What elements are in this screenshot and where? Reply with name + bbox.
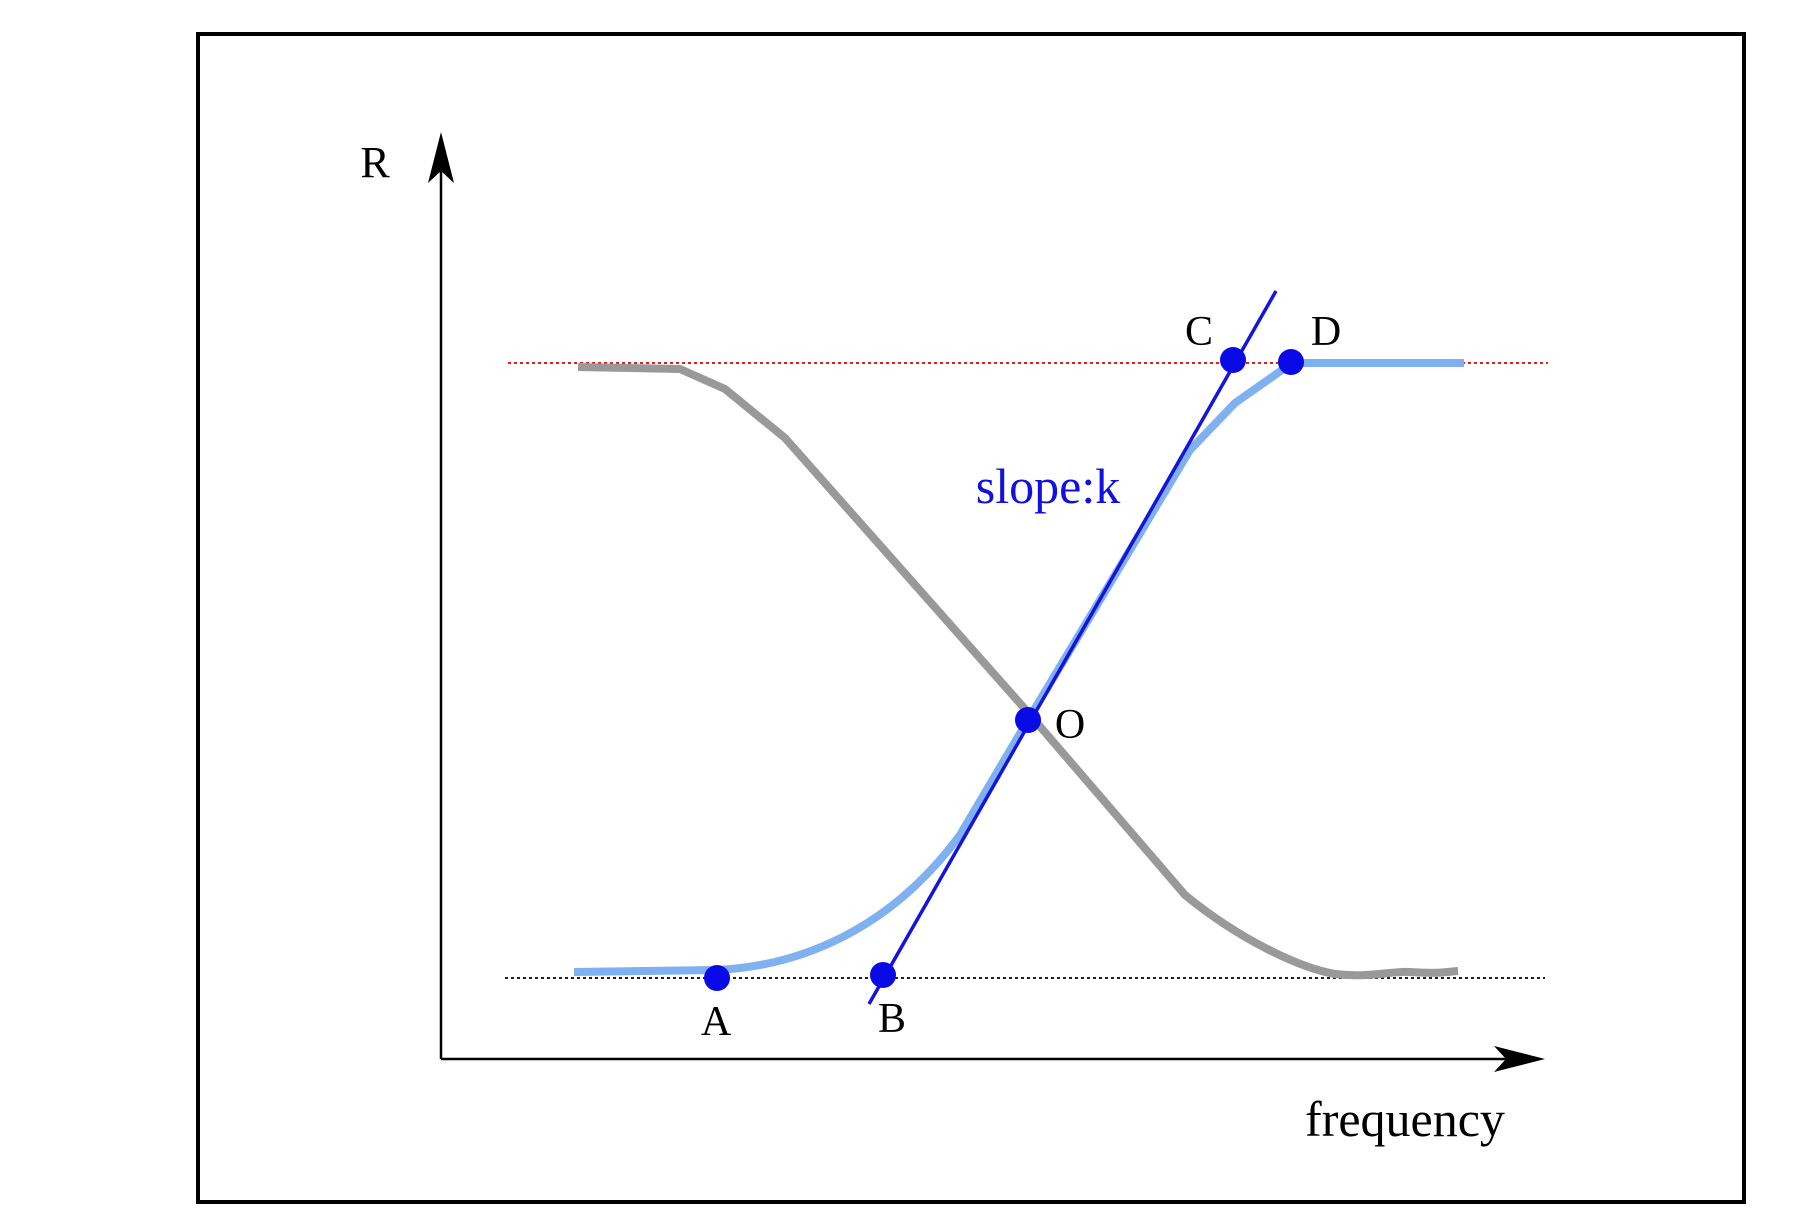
point-c-marker <box>1220 347 1246 373</box>
falling-response-curve <box>577 363 1459 980</box>
tangent-line <box>867 290 1278 1005</box>
slope-label: slope:k <box>976 458 1120 514</box>
x-axis-arrowhead <box>1494 1046 1545 1072</box>
rising-response-curve <box>573 359 1464 976</box>
point-c-label: C <box>1185 309 1213 355</box>
point-o-marker <box>1015 707 1041 733</box>
y-axis-arrowhead <box>428 132 454 183</box>
point-o-label: O <box>1055 702 1085 748</box>
figure-frame <box>196 32 1746 1204</box>
point-b-marker <box>870 962 896 988</box>
point-a-marker <box>704 965 730 991</box>
y-axis-label: R <box>360 138 390 187</box>
point-d-marker <box>1278 349 1304 375</box>
point-a-label: A <box>701 999 732 1045</box>
point-d-label: D <box>1311 309 1341 355</box>
point-b-label: B <box>878 996 906 1042</box>
x-axis-label: frequency <box>1305 1091 1505 1147</box>
